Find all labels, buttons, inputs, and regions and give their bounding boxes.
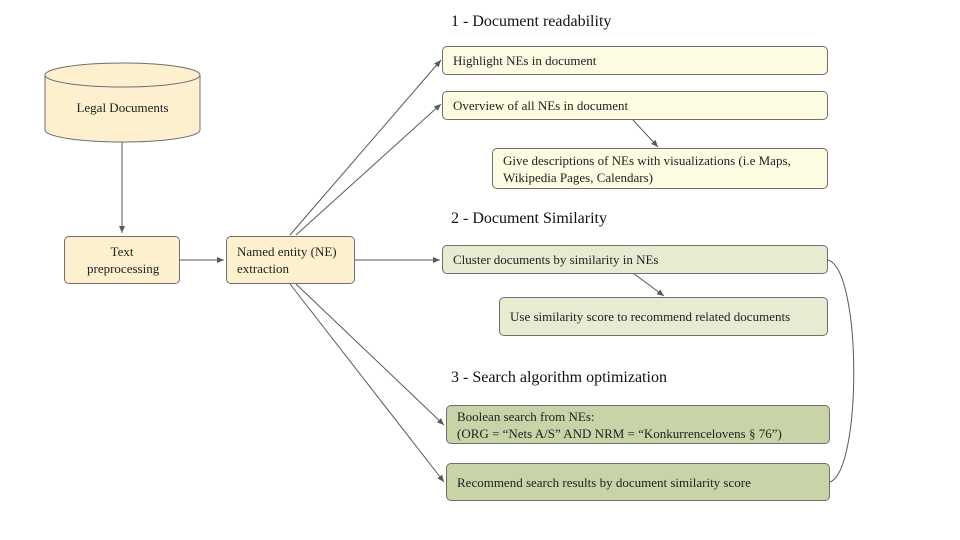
section-heading-readability: 1 - Document readability [451,13,612,30]
ne-descriptions-label: Give descriptions of NEs with visualizat… [503,152,791,185]
curve-cluster-to-recommend [827,259,855,483]
recommend-search-box: Recommend search results by document sim… [446,463,830,501]
highlight-nes-label: Highlight NEs in document [453,53,597,68]
cluster-documents-label: Cluster documents by similarity in NEs [453,252,659,267]
highlight-nes-box: Highlight NEs in document [442,46,828,75]
ne-extraction-node: Named entity (NE) extraction [226,236,355,284]
cluster-documents-box: Cluster documents by similarity in NEs [442,245,828,274]
section-heading-search: 3 - Search algorithm optimization [451,369,667,386]
section-heading-similarity: 2 - Document Similarity [451,210,607,227]
overview-nes-label: Overview of all NEs in document [453,98,629,113]
text-preprocessing-label: Text preprocessing [87,244,160,276]
boolean-search-label: Boolean search from NEs: [457,408,595,424]
boolean-search-box: Boolean search from NEs: (ORG = “Nets A/… [446,405,830,444]
overview-nes-box: Overview of all NEs in document [442,91,828,120]
boolean-search-query: (ORG = “Nets A/S” AND NRM = “Konkurrence… [457,425,782,441]
arrow-cluster-to-similarity-score [632,272,665,297]
recommend-search-label: Recommend search results by document sim… [457,474,751,490]
ne-extraction-label: Named entity (NE) extraction [237,244,337,276]
arrow-extraction-to-recommend [289,283,445,483]
similarity-score-label: Use similarity score to recommend relate… [510,309,791,324]
database-cylinder-icon [44,62,201,143]
arrow-overview-to-descriptions [632,119,659,148]
similarity-score-box: Use similarity score to recommend relate… [499,297,828,336]
legal-documents-label: Legal Documents [76,100,169,115]
ne-descriptions-box: Give descriptions of NEs with visualizat… [492,148,828,189]
arrow-extraction-to-boolean [295,283,445,426]
arrow-extraction-to-highlight [289,59,442,236]
arrow-extraction-to-overview [295,103,442,236]
text-preprocessing-node: Text preprocessing [64,236,180,284]
